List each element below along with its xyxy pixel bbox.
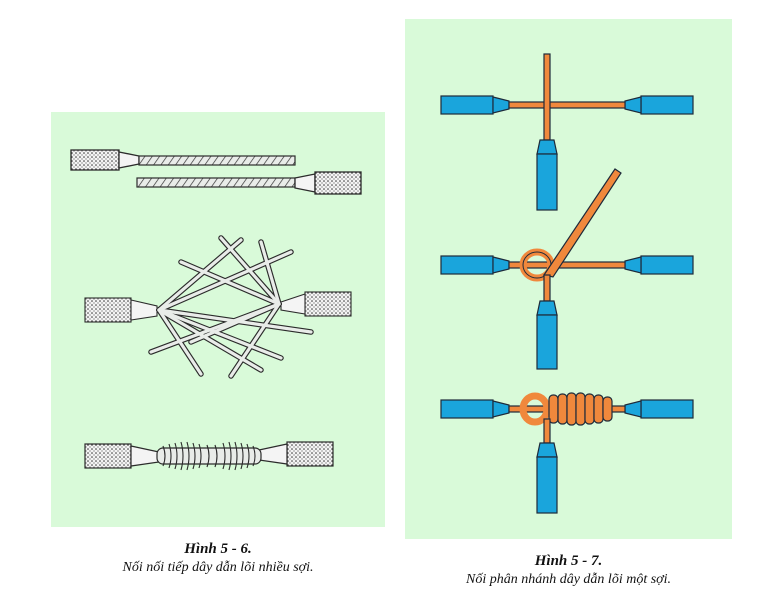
stranded-wire-joint-diagram bbox=[70, 149, 362, 471]
figure-5-6-caption: Hình 5 - 6. Nối nối tiếp dây dẫn lõi nhi… bbox=[51, 541, 385, 576]
figure-5-7-panel bbox=[405, 19, 732, 539]
step3-wrapped-joint bbox=[84, 441, 334, 471]
branch-joint-diagram bbox=[440, 53, 694, 514]
figure-5-7-number: Hình 5 - 7. bbox=[534, 553, 603, 569]
step2-fanned-strands bbox=[84, 235, 352, 379]
step1-wire-left bbox=[70, 149, 296, 171]
step2-start-wrap bbox=[440, 168, 694, 370]
figure-5-6-panel bbox=[51, 112, 385, 527]
step1-cross-joint bbox=[440, 53, 694, 211]
figure-5-7-description: Nối phân nhánh dây dẫn lõi một sợi. bbox=[465, 572, 672, 587]
figure-5-6-number: Hình 5 - 6. bbox=[184, 541, 252, 557]
step1-wire-right bbox=[136, 171, 362, 195]
figure-5-6-description: Nối nối tiếp dây dẫn lõi nhiều sợi. bbox=[122, 560, 314, 575]
step3-completed-wrap bbox=[440, 392, 694, 514]
figure-5-7-caption: Hình 5 - 7. Nối phân nhánh dây dẫn lõi m… bbox=[405, 553, 732, 588]
